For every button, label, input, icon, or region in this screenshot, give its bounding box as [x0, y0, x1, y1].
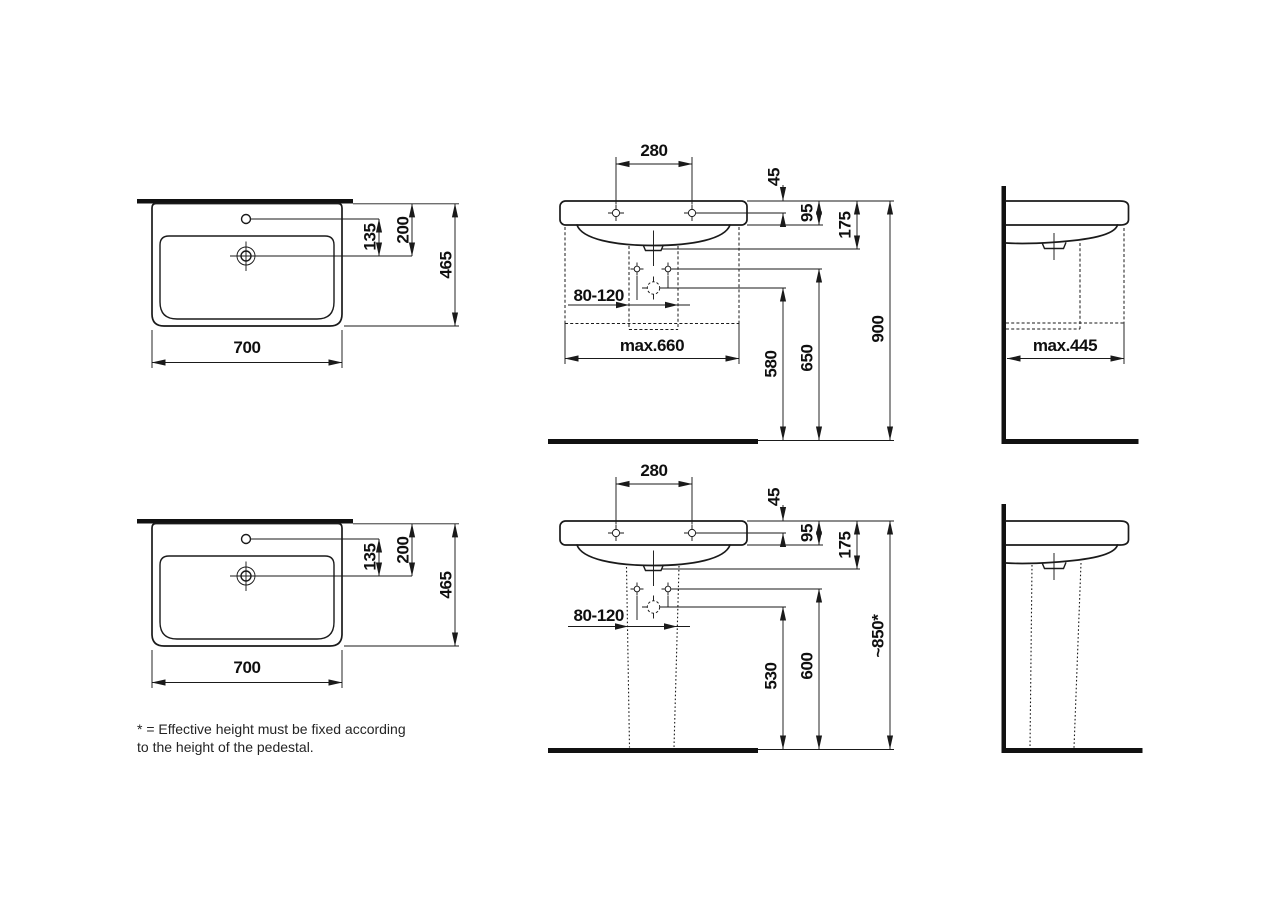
- floor-line: [548, 748, 758, 753]
- dim-label-465: 465: [437, 251, 456, 278]
- dim-label-135: 135: [361, 223, 380, 250]
- dim-label-580: 580: [762, 350, 781, 377]
- pedestal-fixing-hole-left: [630, 262, 644, 276]
- wall-edge-line: [137, 519, 353, 524]
- tap-fixing-hole-left: [608, 205, 624, 221]
- wall-edge-line: [137, 199, 353, 204]
- dim-label-280: 280: [640, 461, 667, 480]
- tap-hole: [240, 213, 252, 225]
- bowl-outline: [159, 235, 335, 320]
- dim-label-280: 280: [640, 141, 667, 160]
- front-view-bottom: 280 80-120 45 95: [548, 461, 894, 753]
- floor-line: [1001, 748, 1143, 753]
- arrowhead: [615, 623, 628, 630]
- side-view-bottom: [1001, 504, 1143, 753]
- dim-label-530: 530: [762, 662, 781, 689]
- side-view-top: max.445: [1001, 186, 1139, 444]
- drain-symbol: [642, 276, 665, 300]
- tap-hole: [240, 533, 252, 545]
- dim-label-175: 175: [836, 531, 855, 558]
- dim-label-850: ~850*: [869, 614, 888, 658]
- pedestal-fixing-hole-right: [661, 582, 675, 596]
- pedestal-fixing-hole-left: [630, 582, 644, 596]
- dim-label-95: 95: [798, 524, 817, 542]
- tap-fixing-hole-right: [684, 205, 700, 221]
- tap-fixing-hole-left: [608, 525, 624, 541]
- plan-view-top: 135 200 465 700: [137, 199, 459, 368]
- pedestal-outline-right: [673, 565, 680, 748]
- dim-label-45: 45: [765, 488, 784, 506]
- dim-label-700: 700: [233, 338, 260, 357]
- footnote: * = Effective height must be fixed accor…: [137, 721, 406, 755]
- dim-label-600: 600: [798, 652, 817, 679]
- dim-label-max445: max.445: [1033, 336, 1097, 355]
- install-envelope-dashed: [564, 227, 740, 324]
- wall-line: [1001, 504, 1006, 753]
- dim-label-650: 650: [798, 344, 817, 371]
- dim-label-max660: max.660: [620, 336, 684, 355]
- basin-outline: [151, 202, 343, 327]
- pedestal-outline-right: [1073, 562, 1082, 749]
- dim-label-45: 45: [765, 168, 784, 186]
- dim-label-700: 700: [233, 658, 260, 677]
- dim-label-80-120: 80-120: [573, 286, 624, 305]
- arrowhead: [664, 623, 677, 630]
- plan-view-bottom: 135 200 465 700: [137, 519, 459, 688]
- bowl-outline: [159, 555, 335, 640]
- basin-outline: [151, 522, 343, 647]
- pedestal-outline-left: [625, 566, 631, 748]
- dim-label-135: 135: [361, 543, 380, 570]
- bowl-profile: [1005, 224, 1119, 245]
- basin-rim-profile: [1005, 520, 1130, 546]
- floor-line: [1001, 439, 1139, 444]
- tap-fixing-hole-right: [684, 525, 700, 541]
- arrowhead: [616, 301, 629, 309]
- basin-rim-profile: [1005, 200, 1130, 226]
- front-view-top: 280 80-120 max.660 45: [548, 141, 894, 444]
- dim-label-175: 175: [836, 211, 855, 238]
- dim-label-200: 200: [394, 536, 413, 563]
- dim-label-465: 465: [437, 571, 456, 598]
- pedestal-fixing-hole-right: [661, 262, 675, 276]
- bowl-profile: [1005, 544, 1119, 565]
- dim-label-80-120: 80-120: [573, 606, 624, 625]
- arrowhead: [665, 301, 678, 309]
- footnote-line-2: to the height of the pedestal.: [137, 739, 314, 755]
- install-envelope-dashed: [1006, 228, 1125, 330]
- dim-label-200: 200: [394, 216, 413, 243]
- drain-symbol: [642, 595, 665, 619]
- wall-line: [1001, 186, 1006, 444]
- dim-label-900: 900: [869, 315, 888, 342]
- floor-line: [548, 439, 758, 444]
- dim-label-95: 95: [798, 204, 817, 222]
- footnote-line-1: * = Effective height must be fixed accor…: [137, 721, 406, 737]
- pedestal-outline-left: [1029, 564, 1033, 749]
